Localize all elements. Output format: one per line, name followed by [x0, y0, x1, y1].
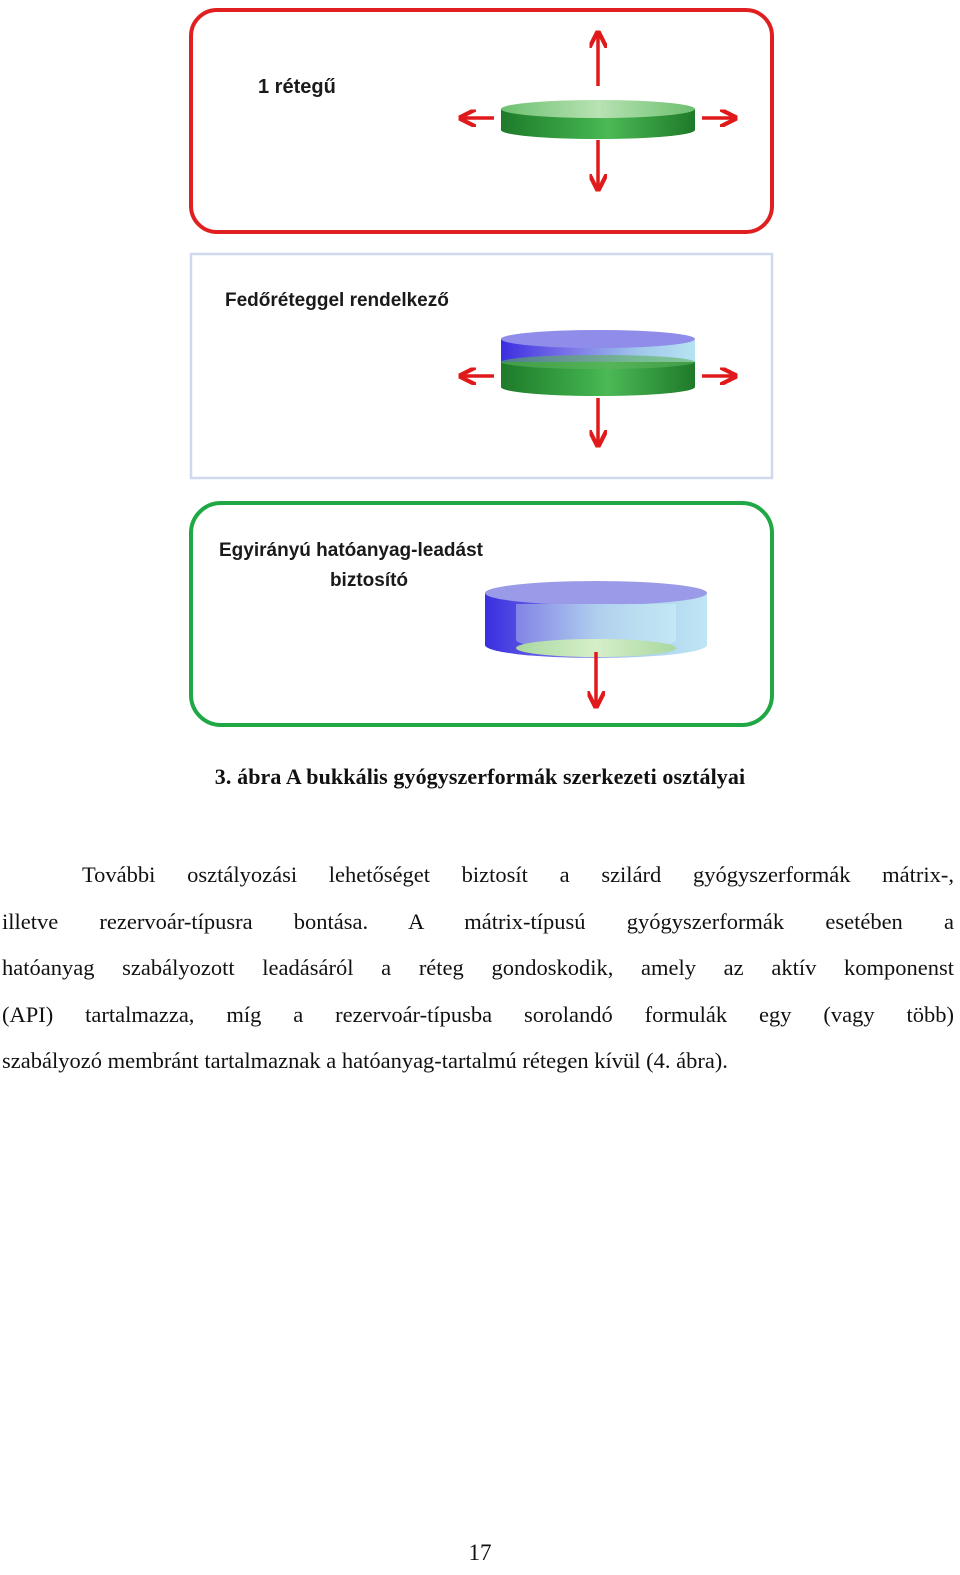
panel-single-layer: 1 rétegű: [189, 8, 774, 234]
panel-unidirectional-title-line2: biztosító: [330, 570, 408, 591]
paragraph-line: (API) tartalmazza, míg a rezervoár-típus…: [2, 1001, 954, 1027]
figure: 1 rétegű Fedőréteggel rendelkező: [0, 0, 960, 740]
panel-single-layer-frame: [189, 8, 774, 234]
paragraph-line: hatóanyag szabályozott leadásáról a réte…: [2, 955, 954, 980]
panel-unidirectional: Egyirányú hatóanyag-leadást biztosító: [189, 501, 774, 727]
page-number: 17: [468, 1540, 492, 1565]
figure-caption: 3. ábra A bukkális gyógyszerformák szerk…: [214, 764, 746, 789]
buccal-forms-diagram: 1 rétegű Fedőréteggel rendelkező: [189, 8, 774, 727]
panel-covered: Fedőréteggel rendelkező: [189, 252, 774, 480]
covered-disc: [501, 330, 695, 396]
body-paragraph: További osztályozási lehetőséget biztosí…: [2, 852, 954, 1085]
paragraph-line: illetve rezervoár-típusra bontása. A mát…: [2, 908, 954, 934]
unidirectional-disc: [485, 581, 707, 658]
panel-unidirectional-frame: [189, 501, 774, 727]
panel-single-layer-title: 1 rétegű: [258, 76, 336, 98]
paragraph-line: További osztályozási lehetőséget biztosí…: [82, 862, 954, 887]
panel-covered-title: Fedőréteggel rendelkező: [225, 290, 449, 311]
paragraph-line: szabályozó membránt tartalmaznak a hatóa…: [2, 1048, 728, 1073]
single-layer-disc: [501, 100, 695, 139]
panel-unidirectional-title-line1: Egyirányú hatóanyag-leadást: [219, 540, 484, 561]
